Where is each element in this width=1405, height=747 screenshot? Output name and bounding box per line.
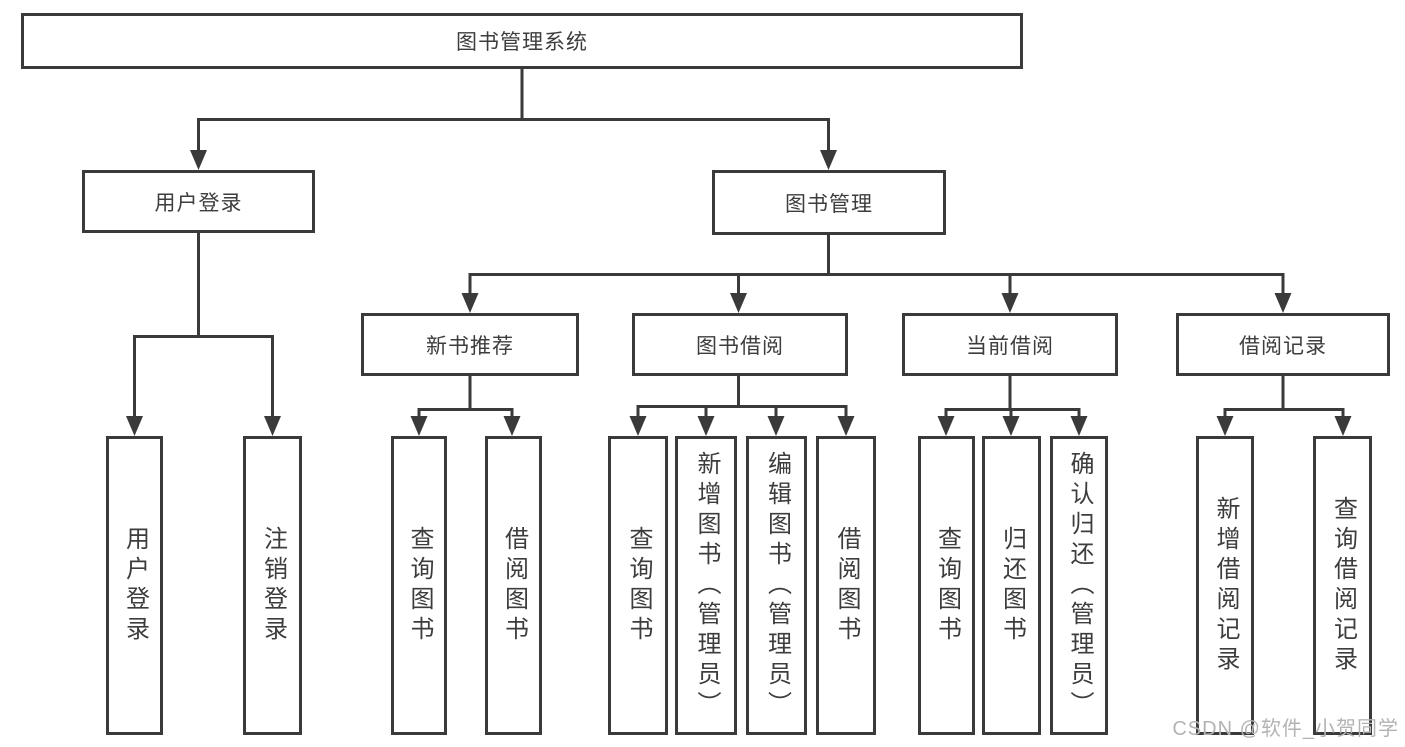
leaf-return-books: 归还图书 xyxy=(982,436,1041,735)
node-book-borrow: 图书借阅 xyxy=(632,313,848,376)
leaf-user-login: 用户登录 xyxy=(106,436,163,735)
leaf-borrow-books: 借阅图书 xyxy=(816,436,876,735)
node-root-system: 图书管理系统 xyxy=(21,13,1023,69)
csdn-watermark: CSDN @软件_小贺同学 xyxy=(1172,718,1399,740)
node-book-management: 图书管理 xyxy=(712,170,946,235)
leaf-confirm-return-admin: 确认归还（管理员） xyxy=(1050,436,1108,735)
leaf-query-books-recommend: 查询图书 xyxy=(391,436,447,735)
leaf-query-books-current: 查询图书 xyxy=(918,436,975,735)
leaf-query-books-borrow: 查询图书 xyxy=(608,436,668,735)
arrow-down-icons xyxy=(126,150,1352,436)
node-current-borrow: 当前借阅 xyxy=(902,313,1118,376)
leaf-query-borrow-record: 查询借阅记录 xyxy=(1313,436,1372,735)
leaf-logout: 注销登录 xyxy=(243,436,302,735)
node-new-book-recommend: 新书推荐 xyxy=(361,313,579,376)
node-user-login: 用户登录 xyxy=(82,170,315,233)
leaf-edit-books-admin: 编辑图书（管理员） xyxy=(746,436,807,735)
leaf-add-books-admin: 新增图书（管理员） xyxy=(675,436,737,735)
node-borrow-record: 借阅记录 xyxy=(1176,313,1390,376)
leaf-add-borrow-record: 新增借阅记录 xyxy=(1196,436,1254,735)
leaf-borrow-books-recommend: 借阅图书 xyxy=(485,436,542,735)
